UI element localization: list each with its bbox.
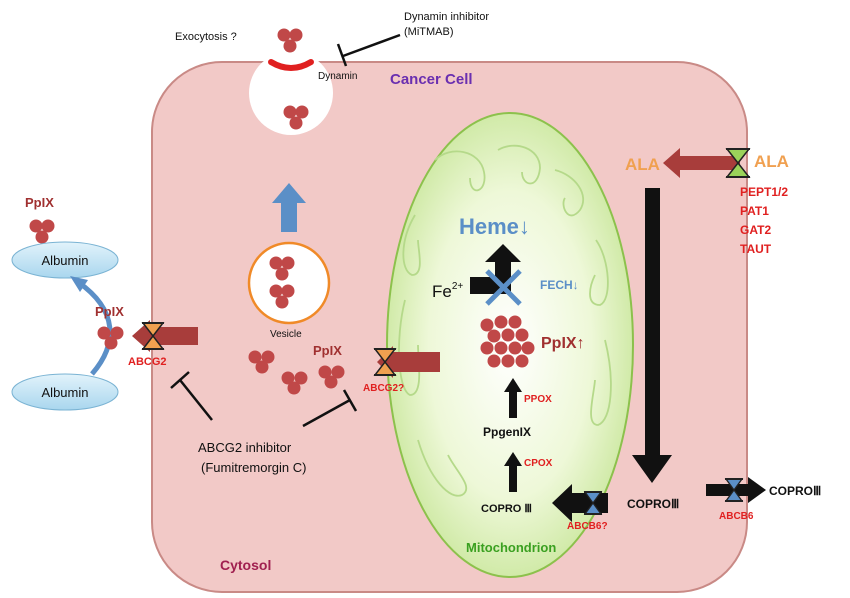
fe-label: Fe2+ [432, 281, 463, 301]
abcb6-question-label: ABCB6? [567, 521, 608, 532]
transporter-pat1: PAT1 [740, 204, 769, 218]
abcg2-mito-efflux-arrow [377, 346, 440, 378]
cytosol-label: Cytosol [220, 557, 271, 573]
ala-transporter-icon [725, 148, 751, 178]
abcb6-question-transporter-icon [583, 491, 603, 515]
inhibitor-line-plasma [179, 379, 213, 421]
cristae [398, 144, 612, 497]
fech-label: FECH↓ [540, 278, 579, 292]
fech-block-cross-2 [485, 269, 522, 306]
vesicle-label: Vesicle [270, 329, 302, 340]
ppix-cluster-membrane [97, 326, 124, 350]
ala-outer-label: ALA [754, 152, 789, 171]
ppix-mito-label: PpIX↑ [541, 335, 585, 352]
dynamin-inhibitor-label-1: Dynamin inhibitor [404, 11, 489, 23]
dynamin-label: Dynamin [318, 71, 357, 82]
dynamin-ring [268, 59, 314, 71]
abcg2-question-label: ABCG2? [363, 383, 404, 394]
ppix-membrane-label: PpIX [95, 304, 124, 319]
albumin-binding-arrow [76, 279, 113, 376]
cpox-label: CPOX [524, 458, 553, 469]
transporter-pept: PEPT1/2 [740, 185, 788, 199]
inhibitor-label-1: ABCG2 inhibitor [198, 440, 292, 455]
ppix-outside-label: PpIX [25, 195, 54, 210]
albumin-bottom-label: Albumin [42, 385, 89, 400]
heme-arrow [485, 244, 521, 294]
ppox-label: PPOX [524, 394, 552, 405]
ala-inner-label: ALA [625, 155, 660, 174]
heme-label: Heme↓ [459, 214, 530, 239]
dynamin-inhibition-bar [336, 43, 348, 67]
abcg2-question-transporter-icon [373, 348, 397, 376]
abcb6-transporter-icon [724, 478, 744, 502]
copro-outside-label: COPROⅢ [769, 484, 821, 498]
transporter-taut: TAUT [740, 242, 772, 256]
ppix-cytosol-dots [248, 350, 345, 395]
cancer-cell-title: Cancer Cell [390, 71, 473, 88]
ppox-arrow [504, 378, 522, 418]
ppgenix-label: PpgenIX [483, 425, 531, 439]
dynamin-inhibitor-label-2: (MiTMAB) [404, 26, 454, 38]
copro-cytosol-label: COPROⅢ [627, 497, 679, 511]
abcg2-label: ABCG2 [128, 356, 167, 368]
ala-to-copro-arrow [632, 188, 672, 483]
ppix-cluster-exocytosis [277, 28, 303, 53]
abcb6-label: ABCB6 [719, 511, 754, 522]
vesicle [247, 241, 331, 325]
vesicle-up-arrow [272, 183, 306, 232]
ppix-mito-cluster [480, 315, 535, 368]
transporter-gat2: GAT2 [740, 223, 771, 237]
ppix-cytosol-label: PpIX [313, 343, 342, 358]
inhibitor-label-2: (Fumitremorgin C) [201, 460, 306, 475]
copro-mito-label: COPRO Ⅲ [481, 503, 532, 515]
ppix-cluster-outside [29, 219, 55, 244]
abcb6-export-arrow [706, 477, 766, 503]
abcg2-transporter-icon [141, 322, 165, 350]
cpox-arrow [504, 452, 522, 492]
mitochondrion-label: Mitochondrion [466, 540, 556, 555]
inhibitor-bar-mito [342, 389, 358, 412]
dynamin-inhibition-line [342, 33, 401, 58]
albumin-binding-arrowhead [70, 276, 88, 292]
albumin-top-label: Albumin [42, 253, 89, 268]
albumin-bottom [11, 373, 119, 411]
exocytosis-label: Exocytosis ? [175, 31, 237, 43]
inhibitor-line-mito [302, 398, 351, 428]
endosome [249, 51, 333, 135]
albumin-top [11, 241, 119, 279]
inhibitor-bar-plasma [170, 371, 190, 389]
ala-import-arrow [663, 148, 740, 178]
